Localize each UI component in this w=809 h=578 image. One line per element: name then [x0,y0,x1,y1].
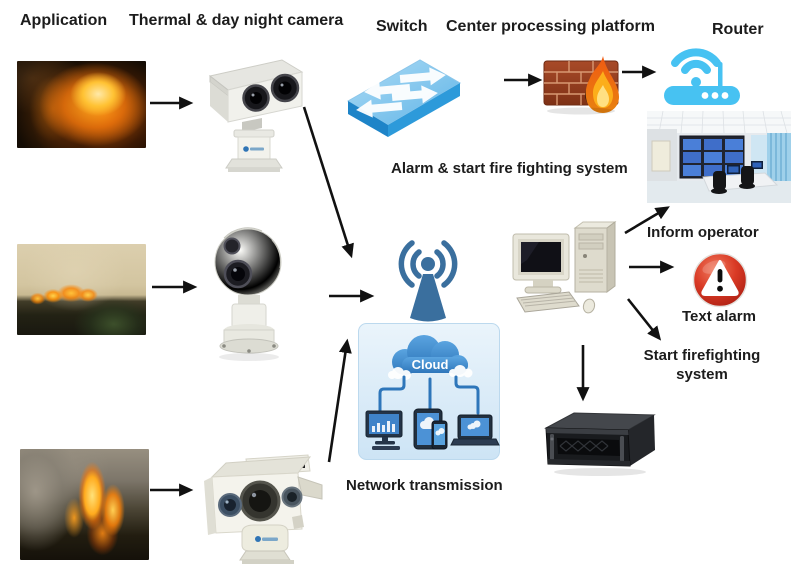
header-center-processing: Center processing platform [446,18,655,35]
header-router: Router [712,21,764,38]
label-alarm-fire-fighting: Alarm & start fire fighting system [391,160,628,177]
operator-computer-icon [511,218,629,322]
warning-alarm-icon [690,250,750,310]
label-start-firefighting-line2: system [676,366,728,383]
fire-photo-2 [17,244,146,335]
thermal-camera-icon [198,50,314,172]
fire-photo-3 [20,449,149,560]
label-text-alarm: Text alarm [682,308,756,325]
cloud-network-icon: Cloud [358,323,500,460]
multisensor-camera-icon [196,441,338,568]
header-thermal-camera: Thermal & day night camera [129,12,344,29]
label-start-firefighting: Start firefighting system [617,346,787,384]
control-room-photo [647,111,791,203]
router-icon [658,32,746,107]
cloud-label: Cloud [412,357,449,372]
storage-server-icon [540,408,660,478]
firewall-icon [541,51,627,117]
header-application: Application [20,12,108,29]
header-switch: Switch [376,18,428,35]
arrow-computer-to-firefighting [626,298,662,341]
switch-icon [344,57,464,137]
label-inform-operator: Inform operator [647,224,759,241]
label-start-firefighting-line1: Start firefighting [643,347,761,364]
ball-camera-icon [202,222,298,364]
label-network-transmission: Network transmission [346,477,503,494]
fire-photo-1 [17,61,146,148]
wireless-antenna-icon [376,228,480,332]
